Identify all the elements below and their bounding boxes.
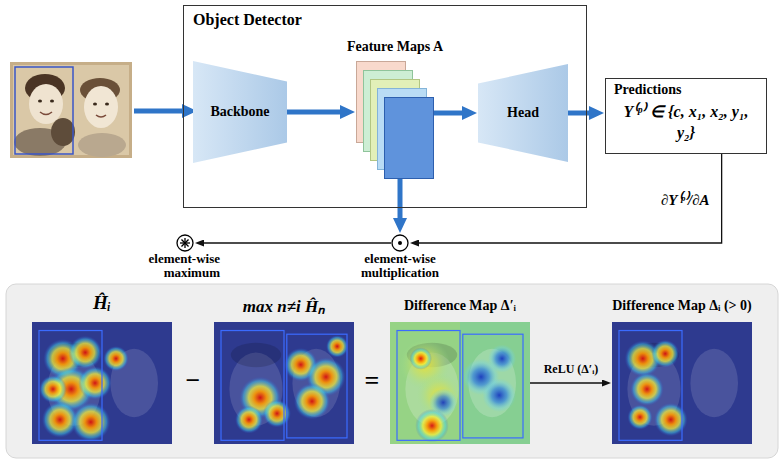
backbone-block: Backbone xyxy=(193,61,287,163)
connector-arrow xyxy=(201,242,391,243)
heatmap-image: Difference Map Δᵢ (> 0) xyxy=(612,290,752,444)
heatmap-picture xyxy=(214,322,354,444)
connector-arrow xyxy=(530,382,605,383)
block-label: Feature Maps A xyxy=(333,39,457,55)
image-caption: max n≠i Ĥₙ xyxy=(243,294,325,317)
connector-arrow xyxy=(287,110,344,115)
operator-circle xyxy=(391,234,409,252)
multiply-operator: element-wise multiplication xyxy=(350,234,450,282)
box-heading: Predictions xyxy=(606,79,766,98)
heatmap-image: max n≠i Ĥₙ xyxy=(214,290,354,444)
feature-map-stack xyxy=(356,61,434,179)
input-arrow xyxy=(134,104,197,118)
head-block: Head xyxy=(478,64,568,162)
image-caption: Ĥᵢ xyxy=(93,292,111,314)
heatmap-picture xyxy=(612,322,752,444)
feature-maps: Feature Maps A xyxy=(333,39,457,181)
block-label: Backbone xyxy=(193,104,287,120)
formula-text: Y⁽ᵖ⁾ ∈ {c, x₁, x₂, y₁, y₂} xyxy=(606,98,766,150)
operator-label: element-wise multiplication xyxy=(350,252,450,281)
heatmap-image: Difference Map Δ′ᵢ xyxy=(390,290,530,444)
connector-arrow xyxy=(416,154,722,243)
edge-label: ∂Y⁽ᵖ⁾/∂A xyxy=(659,189,712,209)
heatmap-picture xyxy=(390,322,530,444)
frame-title: Object Detector xyxy=(193,11,302,29)
predictions-box: PredictionsY⁽ᵖ⁾ ∈ {c, x₁, x₂, y₁, y₂} xyxy=(605,78,767,154)
block-label: Head xyxy=(478,105,568,121)
heatmap-image: Ĥᵢ xyxy=(32,290,172,444)
image-caption: Difference Map Δ′ᵢ xyxy=(404,298,516,314)
edge-label: ReLU (Δ′ᵢ) xyxy=(542,362,601,377)
max-operator: element-wise maximum xyxy=(128,234,220,282)
connector-arrow xyxy=(398,179,403,222)
connector-arrow xyxy=(568,111,593,116)
result-panel xyxy=(6,284,778,458)
operator-sign: − xyxy=(186,368,201,394)
operator-circle xyxy=(176,234,194,252)
input-photo xyxy=(10,62,132,158)
heatmap-picture xyxy=(32,322,172,444)
image-caption: Difference Map Δᵢ (> 0) xyxy=(612,298,752,314)
detector-frame: Backbone Feature Maps A Head Object Detecto… xyxy=(183,5,587,208)
operator-sign: = xyxy=(365,368,380,394)
connector-arrow xyxy=(434,111,466,116)
operator-label: element-wise maximum xyxy=(128,252,220,281)
